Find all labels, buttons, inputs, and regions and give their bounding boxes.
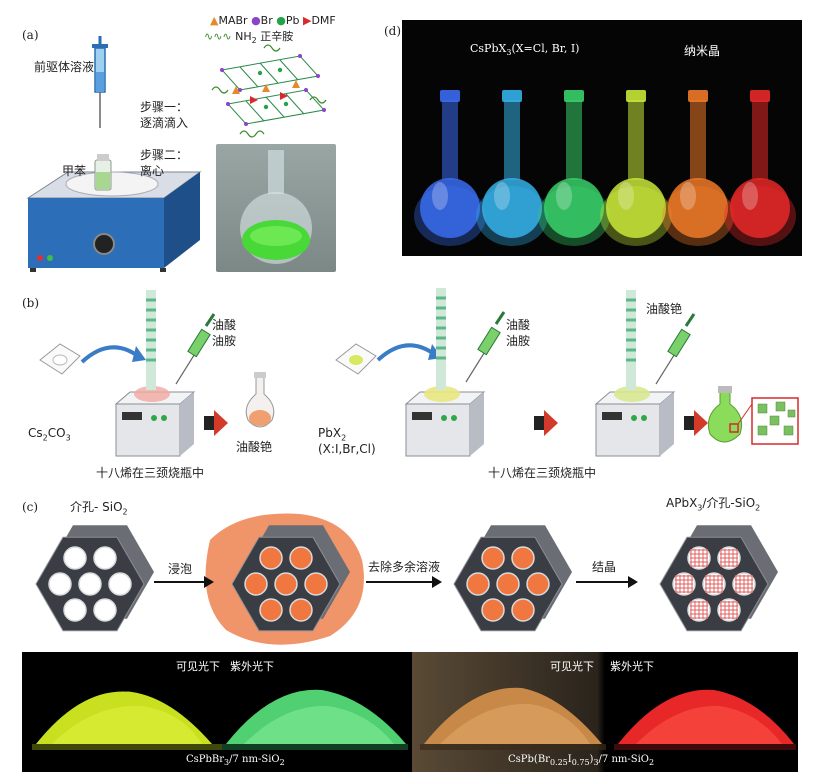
nh2-text: NH [235, 30, 252, 43]
cap-right-mid: I [567, 754, 572, 765]
remove-excess-step-label: 去除多余溶液 [368, 560, 441, 574]
product-suffix: /介孔-SiO [702, 496, 756, 510]
soak-step-label: 浸泡 [168, 562, 193, 576]
legend-pb: Pb [285, 14, 300, 27]
cs-oleate-label-2: 油酸铯 [646, 302, 683, 316]
pbx2-label: PbX2 [318, 426, 346, 445]
nh2-sub: 2 [251, 36, 257, 46]
species-legend: ▲MABr ●Br ●Pb ▶DMF [210, 14, 336, 28]
photo-strip-right: 可见光下 紫外光下 CsPb(Br0.25I0.75)3/7 nm-SiO2 [412, 652, 798, 772]
pbx2-options-label: (X:I,Br,Cl) [318, 442, 376, 456]
cap-right-suffix: /7 nm-SiO [598, 754, 649, 765]
legend-mabr: MABr [218, 14, 248, 27]
solvent-left-label: 十八烯在三颈烧瓶中 [96, 466, 205, 480]
uv-light-label-2: 紫外光下 [610, 660, 654, 673]
step1-action: 逐滴滴入 [140, 116, 189, 130]
visible-light-label-2: 可见光下 [550, 660, 594, 673]
product-sub2: 2 [755, 503, 761, 513]
silica-soaked [231, 525, 350, 632]
meso-prefix: 介孔- SiO [70, 500, 123, 514]
flask-4 [600, 90, 672, 246]
br-marker-icon: ● [251, 14, 261, 27]
panel-d-title: CsPbX3(X=Cl, Br, I) [470, 42, 579, 57]
precursor-label: 前驱体溶液 [34, 60, 95, 74]
panel-d-title-sub: 3 [506, 48, 512, 58]
cs2co3-mid: CO [47, 426, 66, 440]
cs2co3-label: Cs2CO3 [28, 426, 71, 445]
pb-marker-icon: ● [276, 14, 286, 27]
caption-cspb-mixed: CsPb(Br0.25I0.75)3/7 nm-SiO2 [508, 754, 654, 767]
cap-left-sub2: 2 [279, 758, 285, 767]
oleylamine-label: 油胺 [212, 334, 237, 348]
silica-drained [453, 525, 572, 632]
cs2co3-prefix: Cs [28, 426, 43, 440]
cap-left-prefix: CsPbBr [186, 754, 225, 765]
flask-5 [662, 90, 734, 246]
panel-d-title-prefix: CsPbX [470, 42, 507, 55]
octylamine-text: 正辛胺 [256, 30, 294, 43]
crystallize-step-label: 结晶 [592, 560, 617, 574]
pbx2-prefix: PbX [318, 426, 342, 440]
cs-oleate-label: 油酸铯 [236, 440, 273, 454]
panel-c-label: (c) [22, 500, 39, 514]
cap-right-sub3: 3 [593, 758, 599, 767]
step1-title: 步骤一： [140, 100, 189, 114]
product-label: APbX3/介孔-SiO2 [666, 496, 760, 515]
photo-strip-left: 可见光下 紫外光下 CsPbBr3/7 nm-SiO2 [22, 652, 412, 772]
meso-sub: 2 [122, 507, 128, 517]
cs2co3-sub1: 2 [42, 433, 48, 443]
panel-d-photo: CsPbX3(X=Cl, Br, I) 纳米晶 [402, 20, 802, 256]
mabr-marker-icon: ▲ [210, 14, 219, 27]
legend-dmf: DMF [311, 14, 336, 27]
step2-title: 步骤二： [140, 148, 189, 162]
silica-crystallized [659, 525, 778, 632]
cap-right-sub4: 2 [649, 758, 655, 767]
mesoporous-silica-label: 介孔- SiO2 [70, 500, 128, 519]
solvent-right-label: 十八烯在三颈烧瓶中 [488, 466, 597, 480]
flask-3 [538, 90, 610, 246]
nanocrystal-label: 纳米晶 [684, 44, 721, 58]
oleic-acid-label: 油酸 [212, 318, 237, 332]
cap-right-prefix: CsPb(Br [508, 754, 550, 765]
step2-action: 离心 [140, 164, 165, 178]
toluene-label: 甲苯 [62, 164, 87, 178]
cs2co3-sub2: 3 [65, 433, 71, 443]
luminescent-flasks [414, 90, 796, 246]
cap-left-suffix: /7 nm-SiO [229, 754, 280, 765]
oleic-acid-label-2: 油酸 [506, 318, 531, 332]
pbx2-sub: 2 [341, 433, 347, 443]
cap-right-sub1: 0.25 [549, 758, 568, 767]
panel-d-label: (d) [384, 24, 402, 38]
panel-a-label: (a) [22, 28, 39, 42]
flask-2 [476, 90, 548, 246]
caption-cspbbr3: CsPbBr3/7 nm-SiO2 [186, 754, 285, 767]
flask-6 [724, 90, 796, 246]
panel-b-label: (b) [22, 296, 40, 310]
uv-light-label-1: 紫外光下 [230, 660, 274, 673]
cap-right-close: ) [589, 754, 594, 765]
panel-d-title-suffix: (X=Cl, Br, I) [511, 42, 580, 55]
octylamine-legend: ∿∿∿ NH2 正辛胺 [204, 30, 293, 48]
cap-left-sub: 3 [224, 758, 230, 767]
oleylamine-label-2: 油胺 [506, 334, 531, 348]
legend-br: Br [260, 14, 273, 27]
visible-light-label-1: 可见光下 [176, 660, 220, 673]
product-sub: 3 [697, 503, 703, 513]
green-flask-photo [216, 144, 336, 272]
cap-right-sub2: 0.75 [571, 758, 590, 767]
product-prefix: APbX [666, 496, 698, 510]
flask-1 [414, 90, 486, 246]
silica-empty [35, 525, 154, 632]
chain-icon: ∿∿∿ [204, 30, 232, 43]
dmf-marker-icon: ▶ [302, 14, 312, 27]
